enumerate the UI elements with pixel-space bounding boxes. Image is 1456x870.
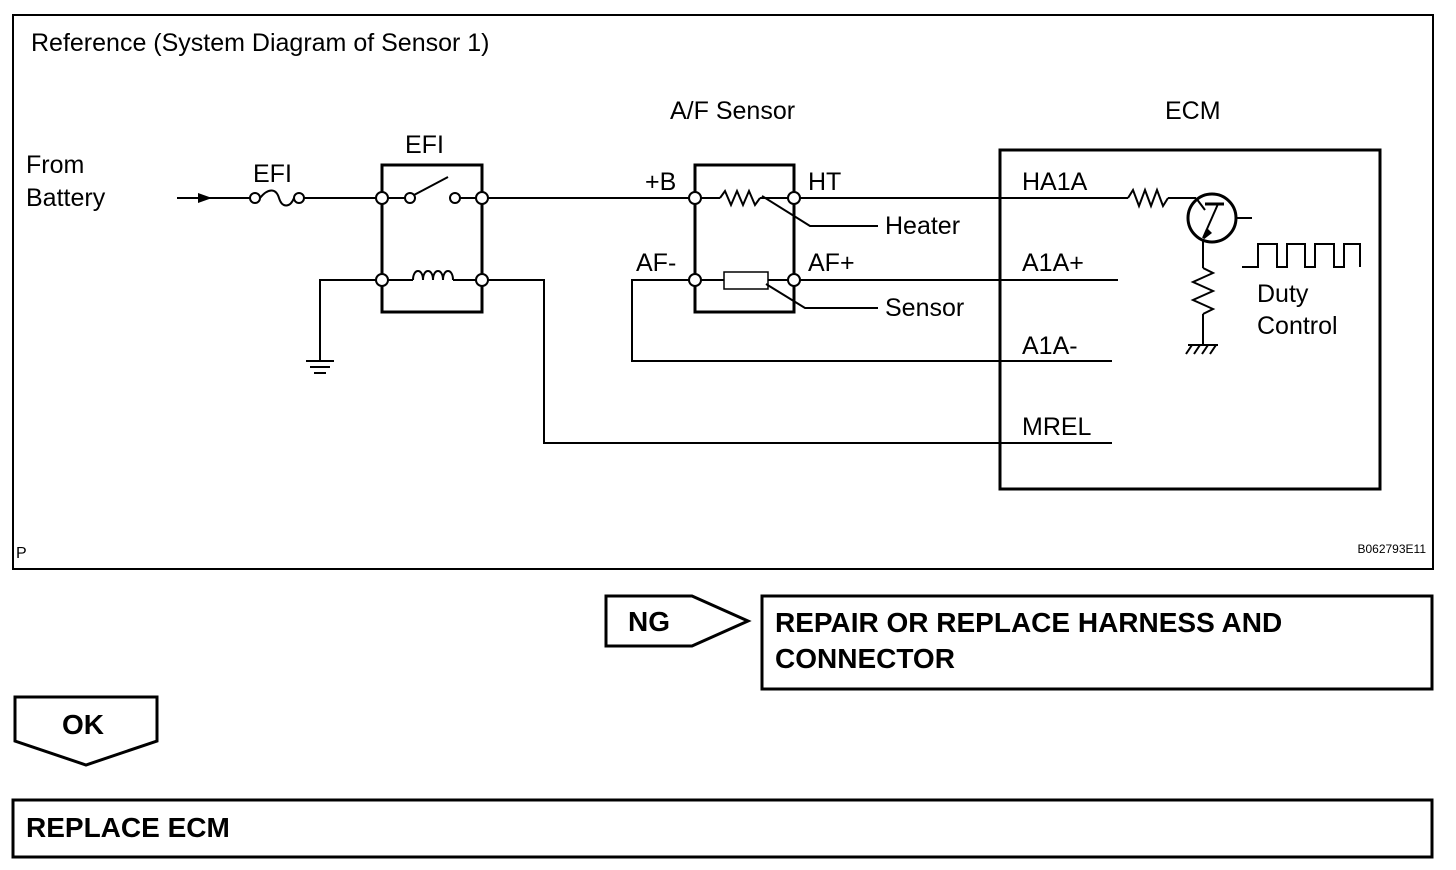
heater-resistor-icon [701, 188, 788, 208]
sensor-terminal-dot-af-minus [688, 273, 702, 287]
sensor-terminal-dot-plus-b [688, 191, 702, 205]
sensor-label: Sensor [885, 294, 964, 322]
duty-label-line2: Control [1257, 312, 1338, 340]
fuse-icon [249, 189, 305, 207]
coil-ground-wire [319, 279, 376, 360]
relay-terminal-in [375, 191, 389, 205]
reference-title: Reference (System Diagram of Sensor 1) [31, 29, 490, 57]
fuse-label: EFI [253, 160, 292, 188]
ecm-terminal-a1a-plus: A1A+ [1022, 249, 1084, 277]
sensor-terminal-ht: HT [808, 168, 841, 196]
heater-leader-line [761, 195, 878, 227]
ok-action-box [11, 798, 1434, 859]
sensor-box [693, 163, 796, 314]
corner-letter: P [16, 545, 27, 562]
relay-switch-icon [387, 176, 477, 204]
relay-label: EFI [405, 131, 444, 159]
transistor-icon [1186, 192, 1252, 244]
ground-icon [306, 360, 334, 374]
battery-arrow-icon [198, 193, 212, 203]
figure-code: B062793E11 [1357, 542, 1426, 556]
ng-action-line1: REPAIR OR REPLACE HARNESS AND [775, 607, 1282, 638]
ecm-terminal-ha1a: HA1A [1022, 168, 1088, 196]
sensor-terminal-af-plus: AF+ [808, 249, 855, 277]
battery-label-line1: From [26, 151, 84, 179]
ecm-terminal-a1a-minus: A1A- [1022, 332, 1078, 360]
relay-coil-terminal-left [375, 273, 389, 287]
sensor-title: A/F Sensor [670, 97, 795, 125]
ng-action-line2: CONNECTOR [775, 643, 955, 674]
ecm-terminal-mrel: MREL [1022, 413, 1092, 441]
duty-label-line1: Duty [1257, 280, 1309, 308]
sensor-terminal-dot-ht [787, 191, 801, 205]
af-minus-to-ecm-wire [631, 279, 1112, 362]
sensor-leader-line [765, 283, 878, 309]
ecm-resistor-icon [1127, 187, 1196, 209]
chassis-ground-icon [1185, 344, 1218, 355]
ok-action-label: REPLACE ECM [26, 812, 230, 843]
sensor-terminal-plus-b: +B [645, 168, 676, 196]
mrel-wire [488, 279, 1112, 444]
ecm-title: ECM [1165, 97, 1221, 125]
relay-box [380, 163, 484, 314]
sensor-element-icon [701, 271, 788, 290]
battery-label-line2: Battery [26, 184, 106, 212]
sensor-terminal-dot-af-plus [787, 273, 801, 287]
pulldown-resistor-icon [1190, 240, 1216, 345]
relay-coil-icon [388, 270, 476, 281]
sensor-terminal-af-minus: AF- [636, 249, 676, 277]
relay-terminal-out [475, 191, 489, 205]
ng-indicator [604, 594, 752, 648]
ecm-box [998, 148, 1382, 491]
relay-coil-terminal-right [475, 273, 489, 287]
reference-frame [12, 14, 1434, 570]
ok-label: OK [62, 709, 104, 740]
ok-indicator [13, 695, 159, 767]
ng-action-box [760, 594, 1434, 691]
heater-label: Heater [885, 212, 960, 240]
ng-label: NG [628, 606, 670, 637]
duty-pulse-icon [1242, 243, 1361, 268]
